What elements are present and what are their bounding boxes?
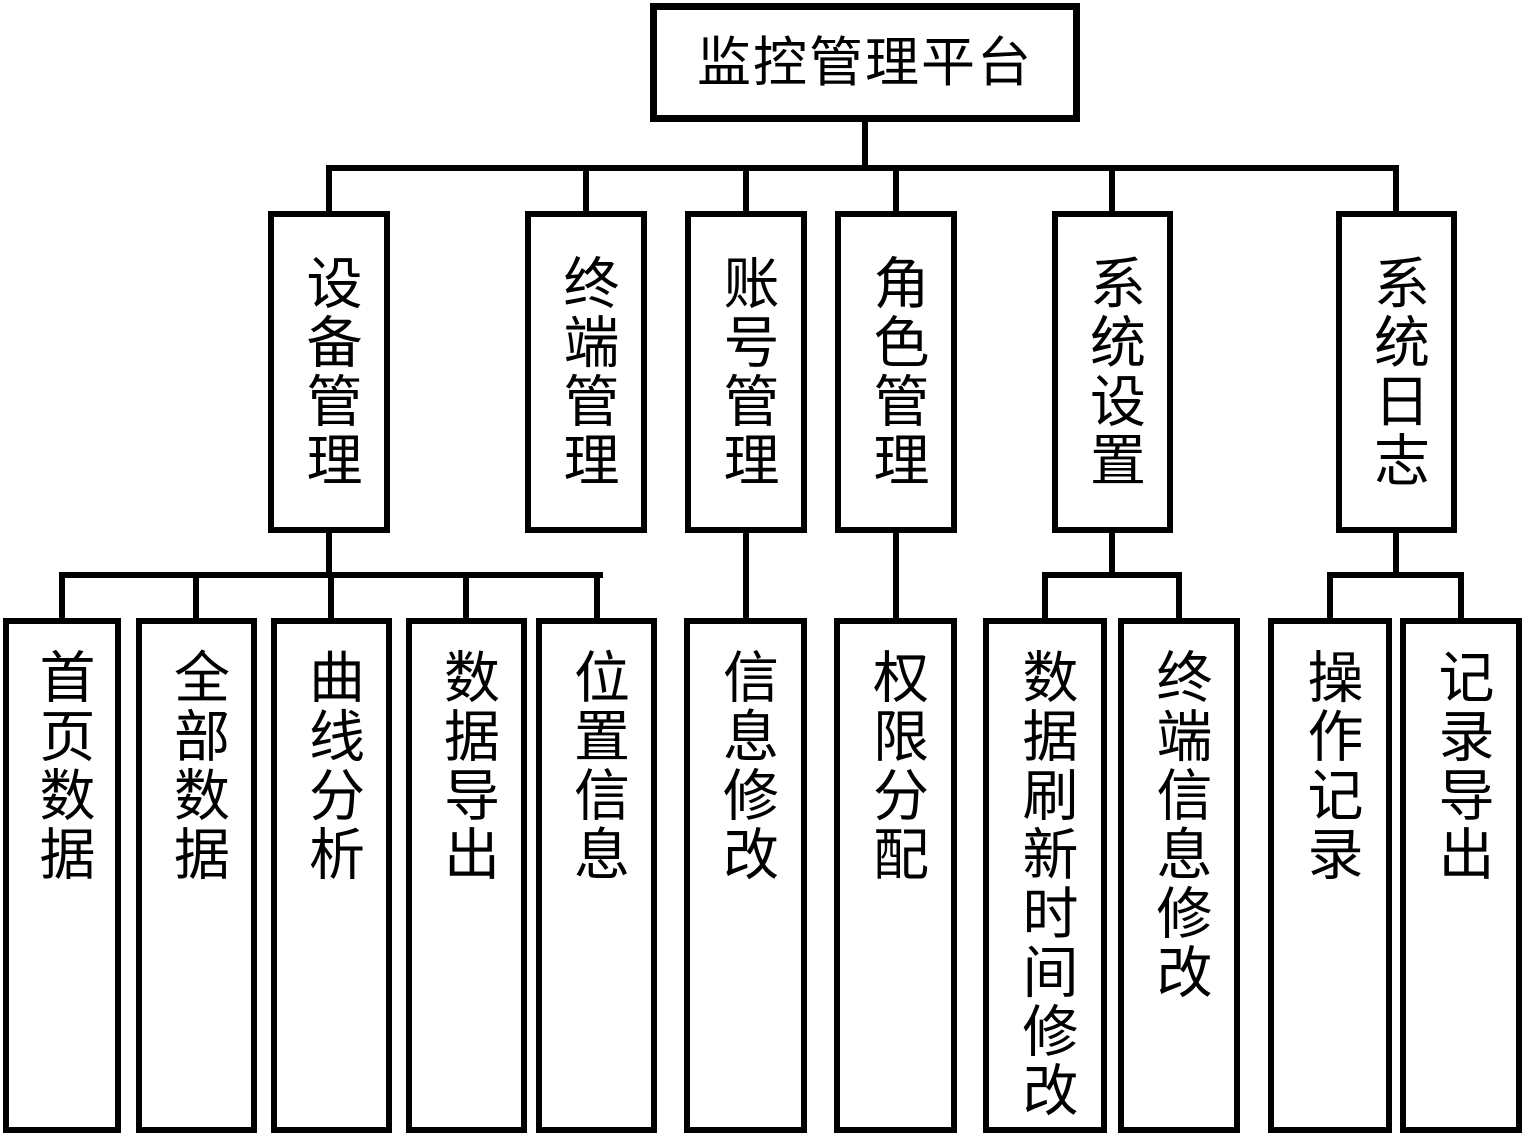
node-operation-record: 操作记录 (1268, 618, 1392, 1133)
connector-drop-terminal-info (1176, 572, 1182, 622)
root-label: 监控管理平台 (697, 32, 1033, 93)
connector-drop-all-data (193, 572, 199, 622)
node-record-export: 记录导出 (1400, 618, 1522, 1133)
connector-drop-device (326, 165, 332, 215)
node-system-settings: 系统设置 (1052, 211, 1173, 533)
connector-drop-location-info (594, 572, 600, 622)
node-all-data: 全部数据 (136, 618, 257, 1133)
node-label: 数据导出 (435, 648, 498, 884)
node-location-info: 位置信息 (536, 618, 657, 1133)
node-label: 账号管理 (715, 254, 777, 490)
node-label: 数据刷新时间修改 (1014, 648, 1076, 1120)
node-label: 操作记录 (1299, 648, 1361, 884)
node-label: 角色管理 (865, 254, 927, 490)
connector-drop-role (893, 165, 899, 215)
node-role-management: 角色管理 (835, 211, 957, 533)
connector-drop-data-export (463, 572, 469, 622)
node-info-modify: 信息修改 (684, 618, 807, 1133)
node-terminal-management: 终端管理 (525, 211, 647, 533)
node-label: 记录导出 (1430, 648, 1492, 884)
node-label: 系统日志 (1365, 254, 1428, 490)
node-data-export: 数据导出 (406, 618, 527, 1133)
connector-drop-operation-record (1327, 572, 1333, 622)
connector-drop-refresh-time (1042, 572, 1048, 622)
node-curve-analysis: 曲线分析 (271, 618, 392, 1133)
connector-drop-log (1393, 165, 1399, 215)
connector-settings-bus (1042, 572, 1182, 578)
node-label: 终端信息修改 (1148, 648, 1210, 1002)
node-label: 首页数据 (31, 648, 93, 884)
node-label: 位置信息 (565, 648, 628, 884)
node-account-management: 账号管理 (685, 211, 807, 533)
connector-log-bus (1327, 572, 1464, 578)
connector-root-stem (862, 121, 868, 171)
node-home-data: 首页数据 (3, 618, 121, 1133)
connector-drop-home-data (59, 572, 65, 622)
connector-account-stem (743, 528, 749, 622)
node-refresh-time-modify: 数据刷新时间修改 (983, 618, 1107, 1133)
node-label: 系统设置 (1081, 254, 1144, 490)
node-label: 权限分配 (864, 648, 927, 884)
node-root: 监控管理平台 (650, 3, 1080, 122)
node-label: 信息修改 (714, 648, 777, 884)
node-label: 曲线分析 (300, 648, 363, 884)
node-permission-assign: 权限分配 (834, 618, 957, 1133)
connector-drop-terminal (583, 165, 589, 215)
node-terminal-info-modify: 终端信息修改 (1118, 618, 1240, 1133)
connector-drop-settings (1109, 165, 1115, 215)
connector-log-stem (1393, 528, 1399, 578)
node-label: 全部数据 (165, 648, 228, 884)
connector-drop-record-export (1458, 572, 1464, 622)
node-label: 设备管理 (298, 254, 360, 490)
connector-settings-stem (1109, 528, 1115, 578)
connector-device-stem (326, 528, 332, 578)
node-system-log: 系统日志 (1336, 211, 1457, 533)
connector-drop-account (743, 165, 749, 215)
connector-level2-bus (326, 165, 1399, 171)
node-device-management: 设备管理 (268, 211, 390, 533)
connector-role-stem (893, 528, 899, 622)
node-label: 终端管理 (555, 254, 617, 490)
connector-drop-curve-analysis (328, 572, 334, 622)
